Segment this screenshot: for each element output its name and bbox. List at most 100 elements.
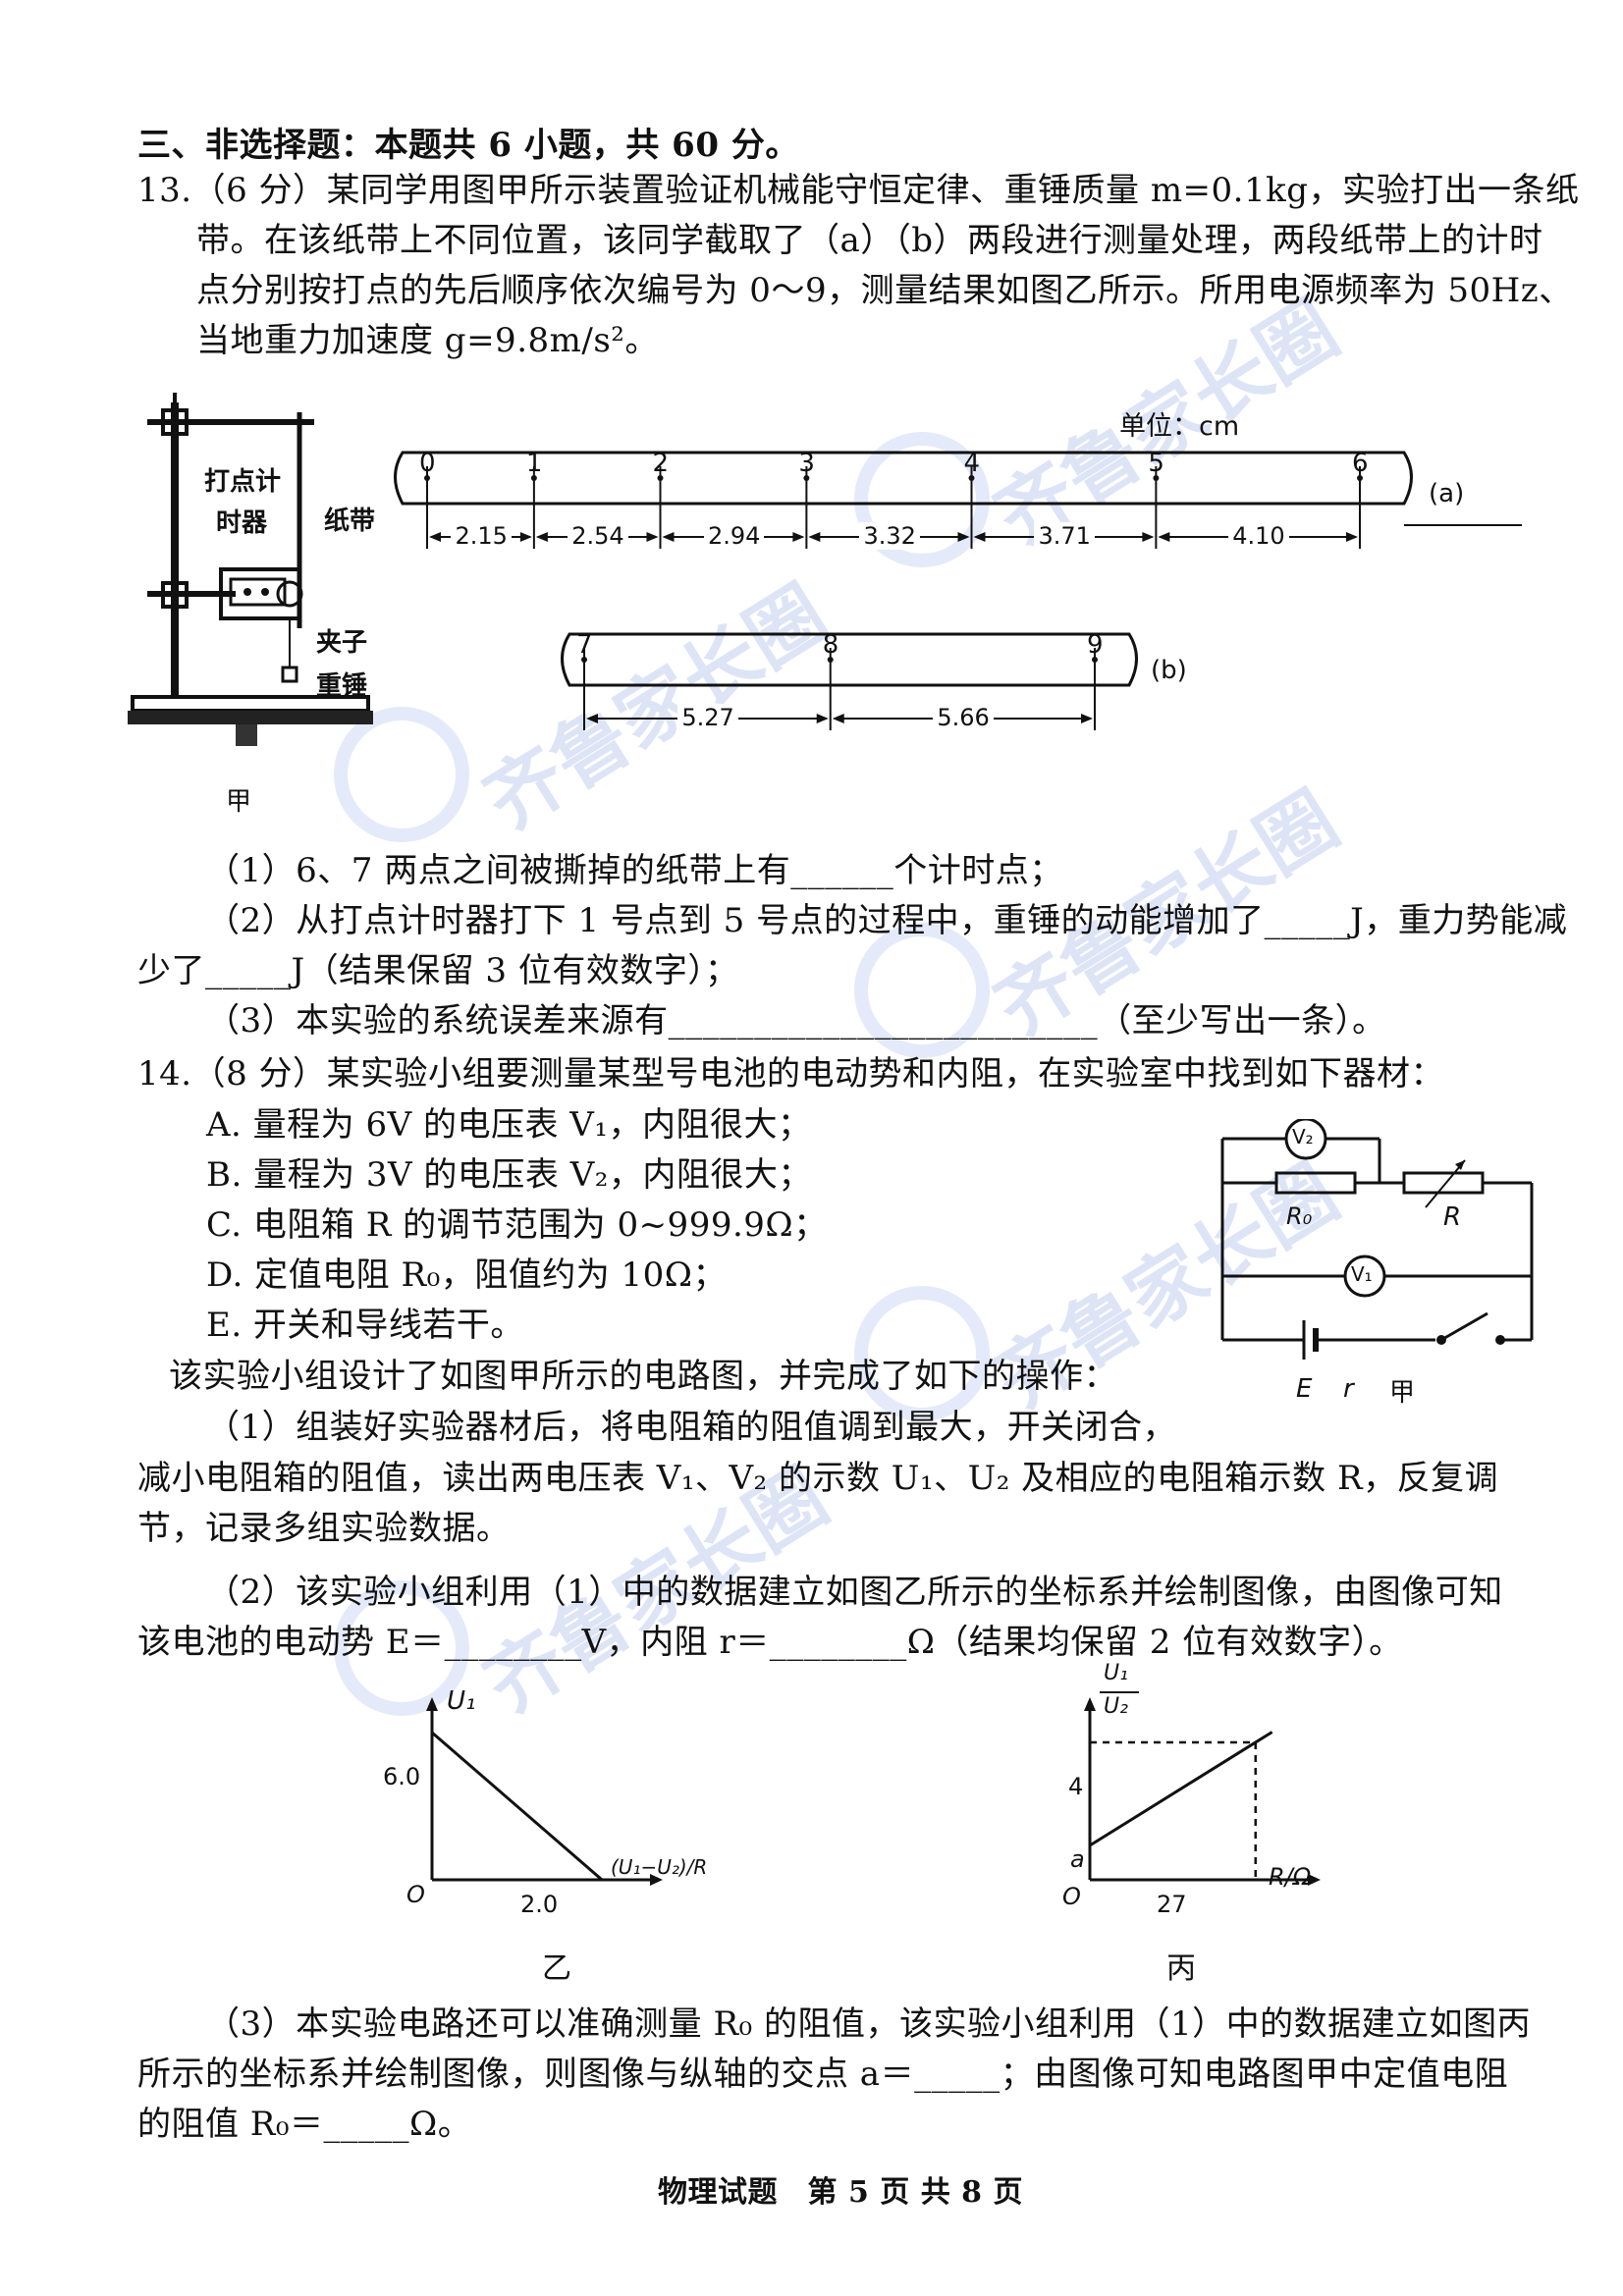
gap-arrowhead [646, 532, 659, 542]
q14-step1c: 节，记录多组实验数据。 [137, 1509, 511, 1548]
chart-bing-ylabel-den: U₂ [1104, 1694, 1128, 1719]
clip-label: 夹子 [316, 628, 368, 658]
gap-arrowhead [832, 714, 844, 723]
tape-b-label: (b) [1151, 656, 1187, 685]
tape-point-label: 5 [1148, 449, 1164, 478]
q14-step3b: 所示的坐标系并绘制图像，则图像与纵轴的交点 a＝_____；由图像可知电路图甲中… [137, 2055, 1509, 2094]
tape-dot [657, 475, 664, 481]
tape-gap-label: 2.94 [703, 522, 765, 550]
timer-label: 打点计 [204, 467, 282, 497]
chart-yi-ytick: 6.0 [383, 1763, 421, 1790]
tape-point-label: 8 [822, 630, 839, 660]
tape-gap-label: 3.32 [859, 522, 920, 550]
q14-option-c: C. 电阻箱 R 的调节范围为 0~999.9Ω； [206, 1205, 828, 1245]
chart-yi-ylabel: U₁ [447, 1686, 476, 1716]
gap-arrowhead [1346, 532, 1358, 542]
gap-arrowhead [586, 714, 598, 723]
chart-bing [1084, 1697, 1321, 1886]
chart-yi-xtick: 2.0 [520, 1891, 559, 1918]
watermark-logo [854, 1286, 990, 1421]
apparatus-caption: 甲 [226, 787, 252, 817]
gap-arrowhead [429, 532, 441, 542]
page-footer: 物理试题 第 5 页 共 8 页 [658, 2175, 1023, 2210]
q13-line2: 带。在该纸带上不同位置，该同学截取了（a）（b）两段进行测量处理，两段纸带上的计… [196, 221, 1543, 260]
q14-design: 该实验小组设计了如图甲所示的电路图，并完成了如下的操作： [169, 1357, 1117, 1396]
tape-point-label: 2 [652, 449, 670, 478]
q13-sub2: （2）从打点计时器打下 1 号点到 5 号点的过程中，重锤的动能增加了_____… [206, 901, 1568, 940]
tape-point-label: 1 [525, 449, 543, 478]
timer-label-2: 时器 [216, 508, 268, 538]
q14-option-b: B. 量程为 3V 的电压表 V₂，内阻很大； [206, 1155, 812, 1195]
tape-unit-label: 单位：cm [1119, 411, 1240, 442]
q14-step2b: 该电池的电动势 E＝________V，内阻 r＝________Ω（结果均保留… [137, 1623, 1403, 1662]
q14-step2a: （2）该实验小组利用（1）中的数据建立如图乙所示的坐标系并绘制图像，由图像可知 [206, 1573, 1503, 1612]
gap-arrowhead [519, 532, 532, 542]
tape-b [561, 632, 1138, 730]
tape-dot [803, 475, 810, 481]
q14-option-e: E. 开关和导线若干。 [206, 1306, 524, 1345]
tape-label: 纸带 [324, 507, 376, 536]
tape-point-label: 4 [963, 449, 981, 478]
tape-point-label: 3 [798, 449, 815, 478]
tape-dot [424, 475, 430, 481]
chart-bing-intercept: a [1070, 1845, 1085, 1873]
tape-dot [1092, 657, 1098, 663]
q13-sub1: （1）6、7 两点之间被撕掉的纸带上有______个计时点； [206, 851, 1063, 890]
chart-bing-fraction-bar [1100, 1691, 1139, 1693]
chart-yi [426, 1697, 663, 1886]
q13-sub3: （3）本实验的系统误差来源有_________________________（… [206, 1001, 1386, 1041]
gap-arrowhead [957, 532, 970, 542]
chart-bing-ytick: 4 [1068, 1773, 1084, 1800]
chart-series-line [431, 1731, 604, 1882]
gap-arrowhead [973, 532, 986, 542]
q13-sub2b: 少了_____J（结果保留 3 位有效数字）； [137, 951, 739, 990]
tape-dot [827, 657, 834, 663]
gap-arrowhead [662, 532, 675, 542]
q14-option-a: A. 量程为 6V 的电压表 V₁，内阻很大； [206, 1105, 812, 1145]
chart-series-line [1089, 1731, 1273, 1847]
tape-dot [968, 475, 975, 481]
circuit-r-label: R [1443, 1202, 1462, 1232]
gap-arrowhead [535, 532, 548, 542]
circuit-r0-label: R₀ [1286, 1202, 1313, 1230]
q13-line4: 当地重力加速度 g=9.8m/s²。 [196, 321, 659, 360]
q14-step1a: （1）组装好实验器材后，将电阻箱的阻值调到最大，开关闭合， [206, 1408, 1177, 1447]
chart-yi-origin: O [406, 1881, 425, 1908]
tape-point-label: 9 [1087, 630, 1104, 660]
tape-dot [530, 475, 537, 481]
q14-step3a: （3）本实验电路还可以准确测量 R₀ 的阻值，该实验小组利用（1）中的数据建立如… [206, 2004, 1532, 2044]
q14-step3c: 的阻值 R₀＝_____Ω。 [137, 2105, 472, 2144]
apparatus-figure [128, 393, 373, 746]
chart-yi-caption: 乙 [542, 1951, 571, 1986]
gap-arrowhead [792, 532, 805, 542]
chart-bing-origin: O [1062, 1883, 1081, 1910]
chart-bing-caption: 丙 [1166, 1951, 1196, 1986]
tape-dot [581, 657, 587, 663]
gap-arrowhead [1081, 714, 1093, 723]
tape-gap-label: 2.54 [568, 522, 628, 550]
gap-arrowhead [808, 532, 821, 542]
gap-arrowhead [1158, 532, 1170, 542]
chart-bing-xtick: 27 [1157, 1891, 1187, 1918]
q13-line1: 13.（6 分）某同学用图甲所示装置验证机械能守恒定律、重锤质量 m=0.1kg… [137, 171, 1580, 210]
chart-bing-xlabel: R/Ω [1269, 1863, 1312, 1891]
tape-gap-label: 2.15 [451, 522, 512, 550]
circuit-rr-label: r [1343, 1374, 1354, 1404]
q13-line3: 点分别按打点的先后顺序依次编号为 0～9，测量结果如图乙所示。所用电源频率为 5… [196, 271, 1573, 310]
tape-gap-label: 5.27 [677, 704, 738, 731]
weight-label: 重锤 [316, 671, 368, 701]
tape-gap-label: 4.10 [1228, 522, 1289, 550]
tape-dot [1153, 475, 1160, 481]
tape-gap-label: 3.71 [1034, 522, 1095, 550]
tape-point-label: 7 [576, 630, 593, 660]
tape-a-label: (a) [1429, 479, 1465, 508]
tape-point-label: 6 [1352, 449, 1369, 478]
chart-bing-ylabel-num: U₁ [1104, 1661, 1128, 1685]
circuit-v2-label: V₂ [1292, 1125, 1314, 1148]
q14-line1: 14.（8 分）某实验小组要测量某型号电池的电动势和内阻，在实验室中找到如下器材… [137, 1054, 1445, 1094]
circuit-v1-label: V₁ [1351, 1262, 1373, 1286]
circuit-caption: 甲 [1389, 1378, 1416, 1408]
circuit-e-label: E [1296, 1374, 1313, 1404]
q14-step1b: 减小电阻箱的阻值，读出两电压表 V₁、V₂ 的示数 U₁、U₂ 及相应的电阻箱示… [137, 1459, 1499, 1498]
chart-yi-xlabel: (U₁−U₂)/R [611, 1855, 708, 1879]
